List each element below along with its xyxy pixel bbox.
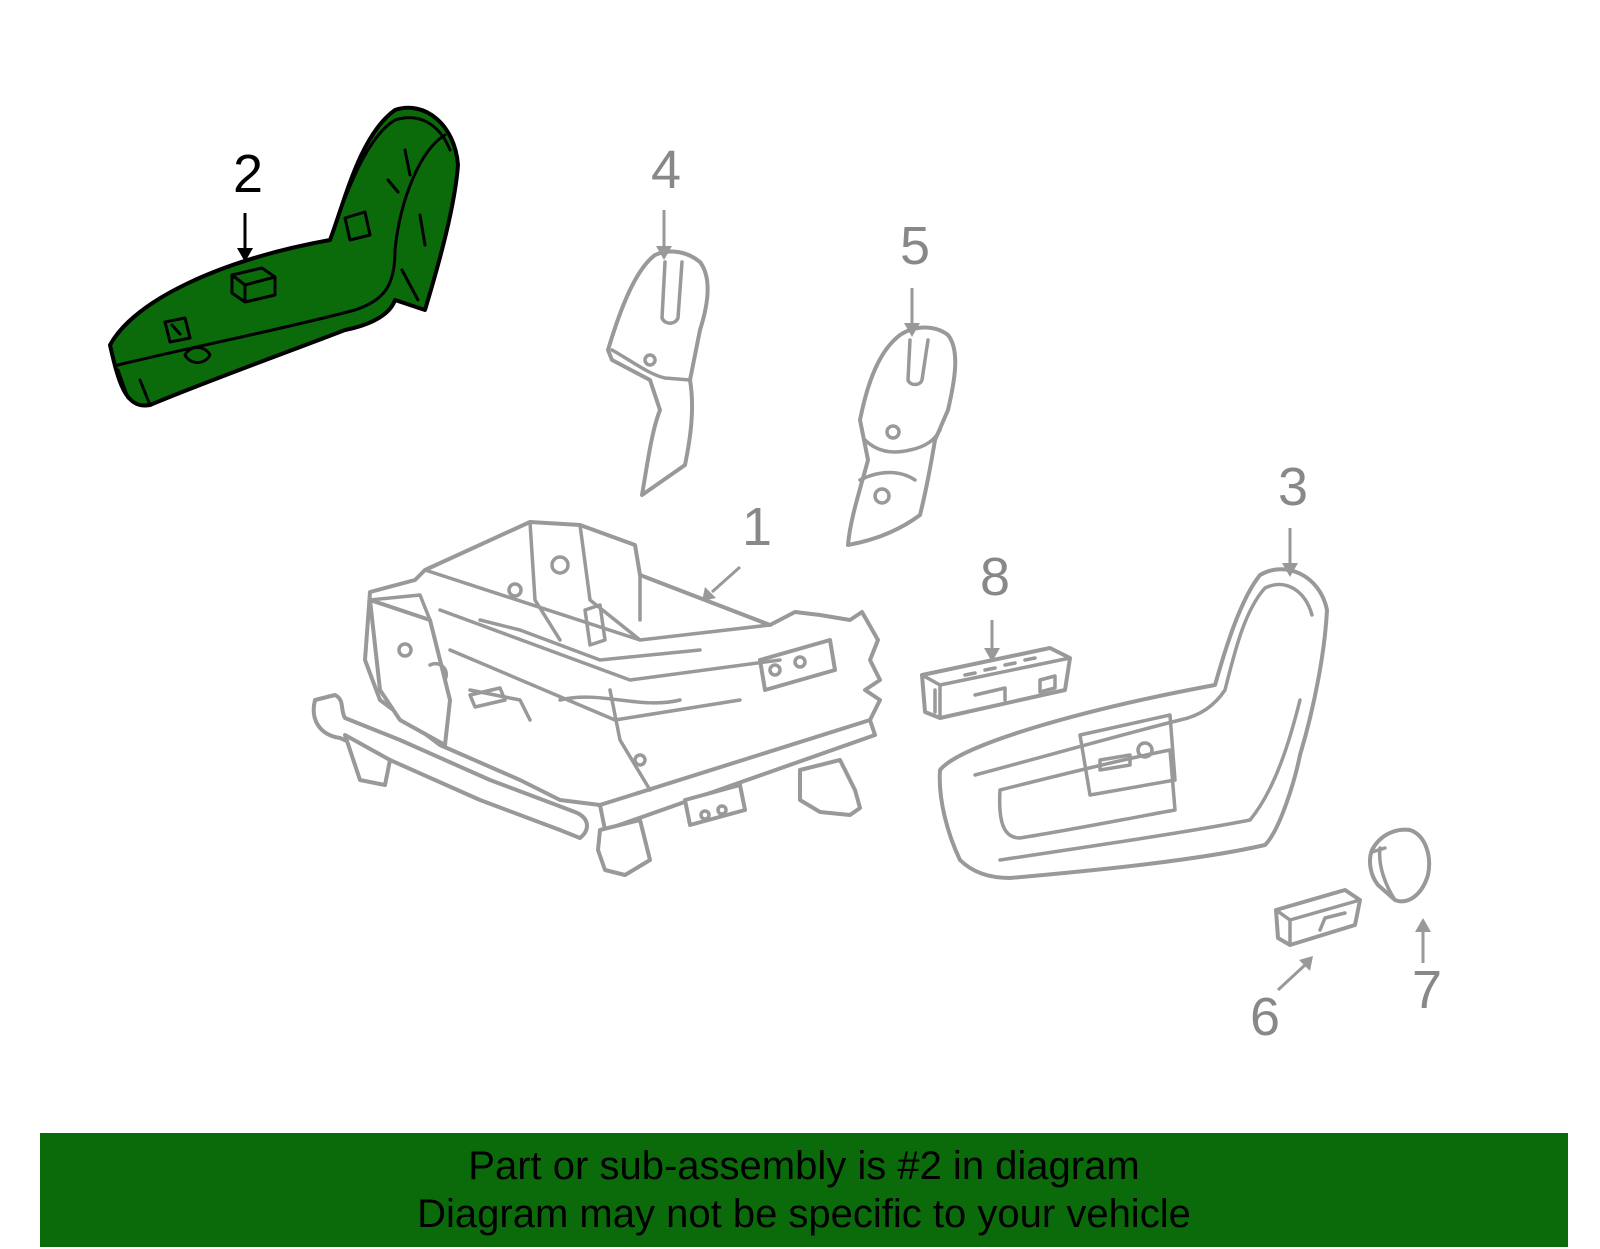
part-2-side-cover[interactable] (108, 105, 460, 408)
part-5-slot (906, 338, 930, 387)
part-5-hole-b (873, 487, 891, 505)
leader-1 (711, 565, 741, 594)
part-8-top-face (920, 656, 1072, 720)
part-1-bolt-f (550, 555, 570, 575)
part-2-clip-a (163, 316, 192, 344)
part-2-body (108, 105, 460, 408)
part-3-lower-edge (998, 698, 1302, 862)
parts-diagram: 2 4 5 1 8 3 6 7 (108, 105, 1442, 1047)
part-3-recess (997, 748, 1177, 840)
callout-8[interactable]: 8 (980, 547, 1010, 607)
part-7-inner (1370, 846, 1397, 902)
part-3-switch-pocket (1078, 713, 1177, 797)
callout-4[interactable]: 4 (651, 140, 681, 200)
part-1-right-rail (598, 718, 877, 832)
callout-5[interactable]: 5 (900, 216, 930, 276)
part-5-recliner-cover[interactable] (846, 325, 958, 547)
part-4-body (606, 249, 710, 497)
part-2-clip-b (183, 346, 212, 364)
part-6-knob[interactable] (1274, 888, 1362, 947)
arrowhead-3 (1282, 563, 1298, 577)
part-2-inner-ridge (116, 133, 447, 367)
arrowhead-2 (237, 248, 253, 262)
part-4-slot (660, 260, 684, 325)
callout-7[interactable]: 7 (1412, 960, 1442, 1020)
part-1-bolt-h (633, 753, 647, 767)
banner-disclaimer: Diagram may not be specific to your vehi… (417, 1192, 1191, 1236)
part-1-bolt-c (699, 809, 711, 821)
arrowhead-4 (656, 246, 672, 260)
part-1-front-foot (596, 818, 652, 877)
part-4-hole (643, 353, 657, 367)
part-2-upper-bracket (343, 210, 372, 242)
arrowhead-1 (702, 587, 716, 601)
part-1-rear-foot (798, 758, 862, 817)
arrowhead-8 (984, 648, 1000, 662)
banner-part-note: Part or sub-assembly is #2 in diagram (468, 1144, 1140, 1188)
leader-6 (1276, 963, 1307, 992)
part-2-top-edge (328, 116, 452, 242)
part-2-lower-lip (116, 368, 152, 407)
part-2-back-seam (386, 148, 427, 302)
part-6-body (1274, 888, 1362, 947)
part-4-fold (610, 348, 692, 382)
part-8-buttons (933, 656, 1057, 714)
arrowhead-7 (1415, 918, 1431, 932)
part-1-bolt-g (397, 642, 413, 658)
part-1-slots (428, 603, 607, 709)
part-1-cross-members (368, 520, 782, 792)
part-7-body (1368, 827, 1431, 904)
callout-6[interactable]: 6 (1250, 987, 1280, 1047)
callout-1[interactable]: 1 (742, 497, 772, 557)
part-1-seat-frame[interactable] (311, 520, 882, 877)
part-3-side-cover[interactable] (937, 567, 1329, 880)
part-8-switch[interactable] (920, 646, 1072, 720)
part-1-left-foot (343, 733, 392, 787)
callout-3[interactable]: 3 (1278, 457, 1308, 517)
part-6-edges (1274, 898, 1362, 947)
part-5-body (846, 325, 958, 547)
arrowhead-6 (1299, 956, 1313, 971)
part-1-bolt-d (716, 804, 728, 816)
part-1-bolt-b (793, 655, 807, 669)
callout-2[interactable]: 2 (233, 144, 263, 204)
part-3-knob-hole (1136, 741, 1154, 759)
info-banner: Part or sub-assembly is #2 in diagram Di… (40, 1133, 1568, 1247)
part-1-front-tube (311, 693, 589, 840)
part-2-switch-pocket (230, 266, 277, 304)
part-5-hole-a (885, 424, 901, 440)
part-7-knob[interactable] (1368, 827, 1431, 904)
leader-arrows (237, 210, 1431, 992)
callout-labels: 2 4 5 1 8 3 6 7 (233, 140, 1442, 1047)
part-5-fold (863, 428, 942, 454)
part-1-bolt-a (768, 663, 782, 677)
part-4-recliner-cover[interactable] (606, 249, 710, 497)
part-5-lower-fold (858, 470, 917, 482)
part-1-bolt-e (507, 582, 523, 598)
arrowhead-5 (904, 323, 920, 337)
